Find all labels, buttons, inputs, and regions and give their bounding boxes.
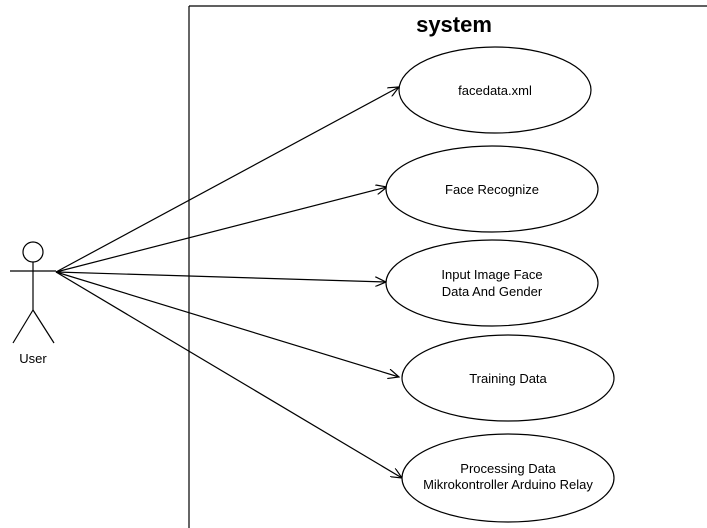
use-case-label-line-2: Data And Gender (442, 284, 543, 299)
associations (55, 87, 402, 478)
use-case-ellipse (401, 334, 615, 422)
use-case-5: Processing Data Mikrokontroller Arduino … (401, 433, 615, 523)
actor-label: User (19, 351, 47, 366)
association-arrow-4 (55, 271, 399, 377)
use-case-1: facedata.xml (398, 46, 592, 134)
association-arrow-3 (55, 271, 386, 282)
actor-head (22, 241, 44, 263)
use-case-label: Face Recognize (445, 182, 539, 197)
actor-user: User (10, 241, 56, 366)
use-case-4: Training Data (401, 334, 615, 422)
use-case-2: Face Recognize (385, 145, 599, 233)
use-case-label: Training Data (469, 371, 547, 386)
use-case-ellipse (385, 239, 599, 327)
association-arrow-5 (55, 271, 402, 478)
use-case-ellipse (401, 433, 615, 523)
use-case-ellipse (385, 145, 599, 233)
system-title: system (416, 12, 492, 37)
use-case-label-line-2: Mikrokontroller Arduino Relay (423, 477, 593, 492)
association-arrow-1 (55, 87, 399, 273)
actor-right-leg (32, 309, 55, 344)
use-case-ellipse (398, 46, 592, 134)
system-boundary: system (188, 5, 707, 528)
use-case-label-line-1: Input Image Face (441, 267, 542, 282)
use-case-label: facedata.xml (458, 83, 532, 98)
actor-left-leg (12, 309, 34, 344)
association-arrow-2 (55, 187, 387, 273)
use-case-3: Input Image Face Data And Gender (385, 239, 599, 327)
use-case-label-line-1: Processing Data (460, 461, 556, 476)
